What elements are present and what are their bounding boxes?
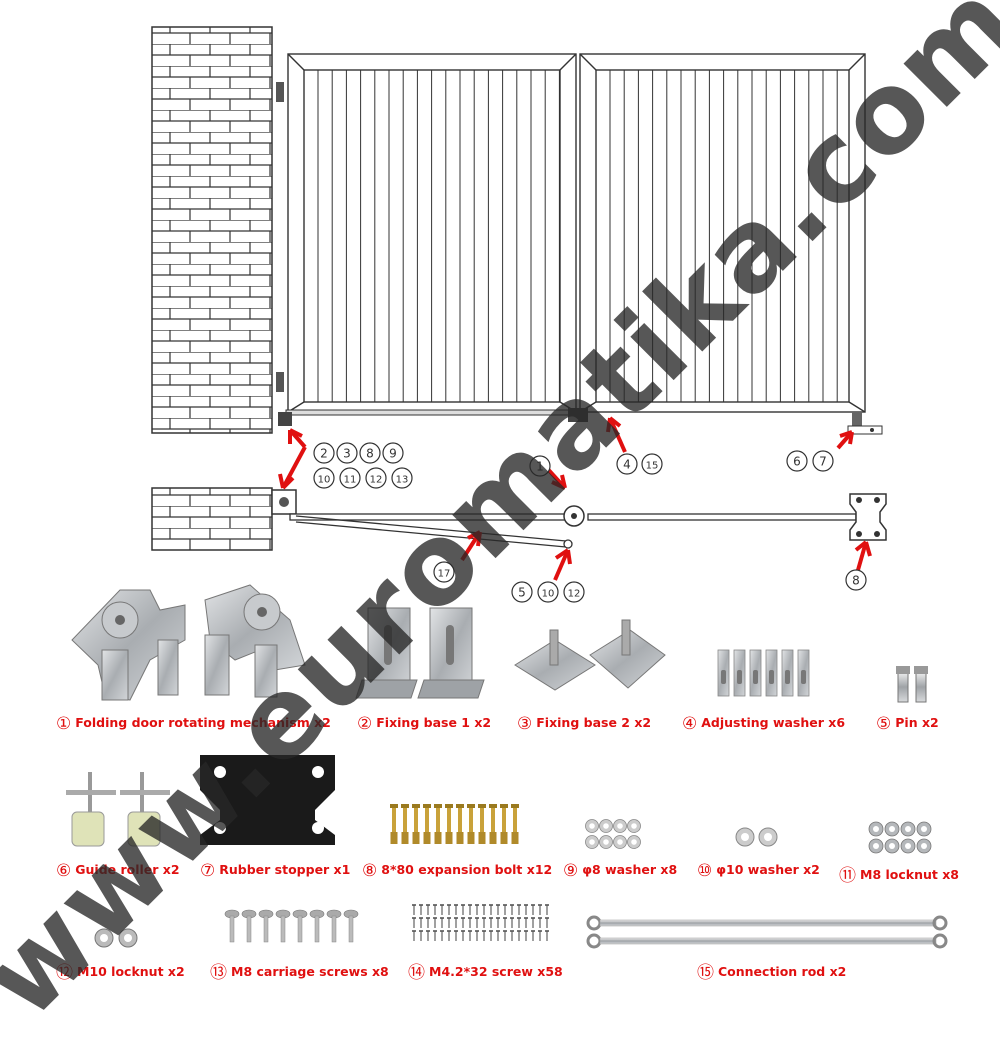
callout-num-8: 8 [845,569,867,591]
front-elevation: 2 3 8 9 10 11 12 13 4 15 6 7 [151,26,883,490]
gate-panel-right [579,53,866,413]
callout-num-6: 6 [786,450,808,472]
callout-num-10: 10 [313,467,335,489]
part-8-image [390,804,519,844]
brick-wall-front [151,26,273,434]
part-12-image [94,928,138,948]
callout-group-plan: 1 17 5 10 12 8 [433,455,867,603]
svg-text:5: 5 [518,586,526,600]
installation-diagram: 2 3 8 9 10 11 12 13 4 15 6 7 1 17 5 10 12 8 [66,26,948,949]
callout-arrow-wall [281,446,307,489]
callout-arrow-rod [608,417,627,453]
svg-text:9: 9 [389,447,397,461]
callout-num-15: 15 [641,453,663,475]
part-15-image [586,915,948,949]
callout-num-2: 2 [313,442,335,464]
gate-panel-left [287,53,577,413]
callout-num-9: 9 [382,442,404,464]
svg-text:10: 10 [542,589,555,600]
rod-plan-right [587,513,857,521]
callout-group-top: 2 3 8 9 10 11 12 13 4 15 6 7 [313,442,834,489]
callout-num-17: 17 [433,561,455,583]
callout-num-11: 11 [339,467,361,489]
connection-rod-front [285,409,577,416]
part-14-image [412,904,549,941]
callout-num-1: 1 [529,455,551,477]
callout-num-3: 3 [336,442,358,464]
brick-wall-plan [151,487,273,551]
part-13-image [224,909,359,943]
svg-text:15: 15 [646,461,659,472]
svg-text:4: 4 [623,458,631,472]
hinge-bottom [276,372,284,392]
svg-text:1: 1 [536,460,544,474]
callout-num-12: 12 [563,581,585,603]
callout-num-4: 4 [616,453,638,475]
callout-num-7: 7 [812,450,834,472]
part-3-image [514,619,666,691]
hinge-top [276,82,284,102]
part-7-image [200,755,335,845]
svg-text:8: 8 [852,574,860,588]
part-2-image [355,607,485,699]
guide-roller-front [847,412,883,435]
part-11-image [868,821,932,854]
svg-text:2: 2 [320,447,328,461]
svg-text:12: 12 [568,589,581,600]
rubber-stopper-plan [849,493,887,541]
callout-num-13: 13 [391,467,413,489]
svg-text:3: 3 [343,447,351,461]
callout-num-8: 8 [359,442,381,464]
callout-num-10: 10 [537,581,559,603]
part-1-image [71,584,306,701]
part-6-image [66,772,170,847]
rod-plan-diagonal [295,515,567,542]
part-5-image [896,666,928,703]
callout-num-12: 12 [365,467,387,489]
svg-text:6: 6 [793,455,801,469]
mechanism-front-mid [568,408,588,422]
mechanism-front-left [278,412,292,426]
svg-text:13: 13 [396,475,409,486]
svg-text:8: 8 [366,447,374,461]
svg-text:17: 17 [438,569,451,580]
callout-num-5: 5 [511,581,533,603]
svg-text:10: 10 [318,475,331,486]
svg-text:11: 11 [344,475,357,486]
part-4-image [717,649,810,697]
svg-text:12: 12 [370,475,383,486]
svg-text:7: 7 [819,455,827,469]
part-9-image [585,819,641,849]
part-10-image [735,827,778,847]
